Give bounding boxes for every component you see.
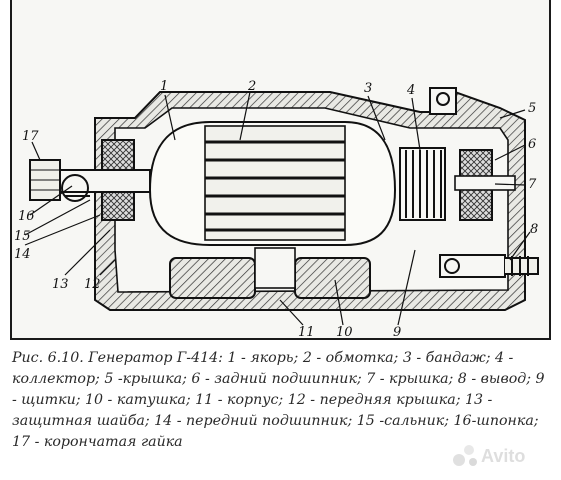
generator-drawing: 1 2 3 4 5 6 7 8 9 10 11 12 13 14 15 16 1… (14, 79, 539, 340)
callout-9: 9 (393, 325, 401, 340)
callout-17: 17 (22, 129, 39, 144)
callout-10: 10 (336, 325, 353, 340)
armature (148, 121, 397, 246)
callout-2: 2 (247, 79, 256, 94)
callouts: 1 2 3 4 5 6 7 8 9 10 11 12 13 14 15 16 1… (14, 79, 538, 340)
shaft-nose (29, 159, 151, 202)
callout-6: 6 (528, 137, 536, 152)
callout-14: 14 (14, 247, 31, 262)
callout-8: 8 (530, 222, 538, 237)
terminal (439, 254, 539, 278)
callout-4: 4 (406, 83, 415, 98)
figure-caption: Рис. 6.10. Генератор Г-414: 1 - якорь; 2… (12, 350, 545, 450)
leader-lines (24, 91, 531, 326)
callout-11: 11 (298, 325, 315, 340)
field-coils (169, 247, 371, 299)
callout-13: 13 (52, 277, 69, 292)
callout-1: 1 (160, 79, 168, 94)
callout-5: 5 (528, 101, 536, 116)
callout-16: 16 (18, 209, 35, 224)
avito-logo-icon: Avito (453, 445, 525, 466)
rear-bearing (454, 149, 516, 221)
callout-7: 7 (528, 177, 537, 192)
commutator (399, 147, 446, 221)
callout-15: 15 (14, 229, 31, 244)
top-boss (429, 87, 457, 115)
watermark-text: Avito (481, 446, 525, 466)
callout-3: 3 (364, 81, 372, 96)
callout-12: 12 (84, 277, 101, 292)
